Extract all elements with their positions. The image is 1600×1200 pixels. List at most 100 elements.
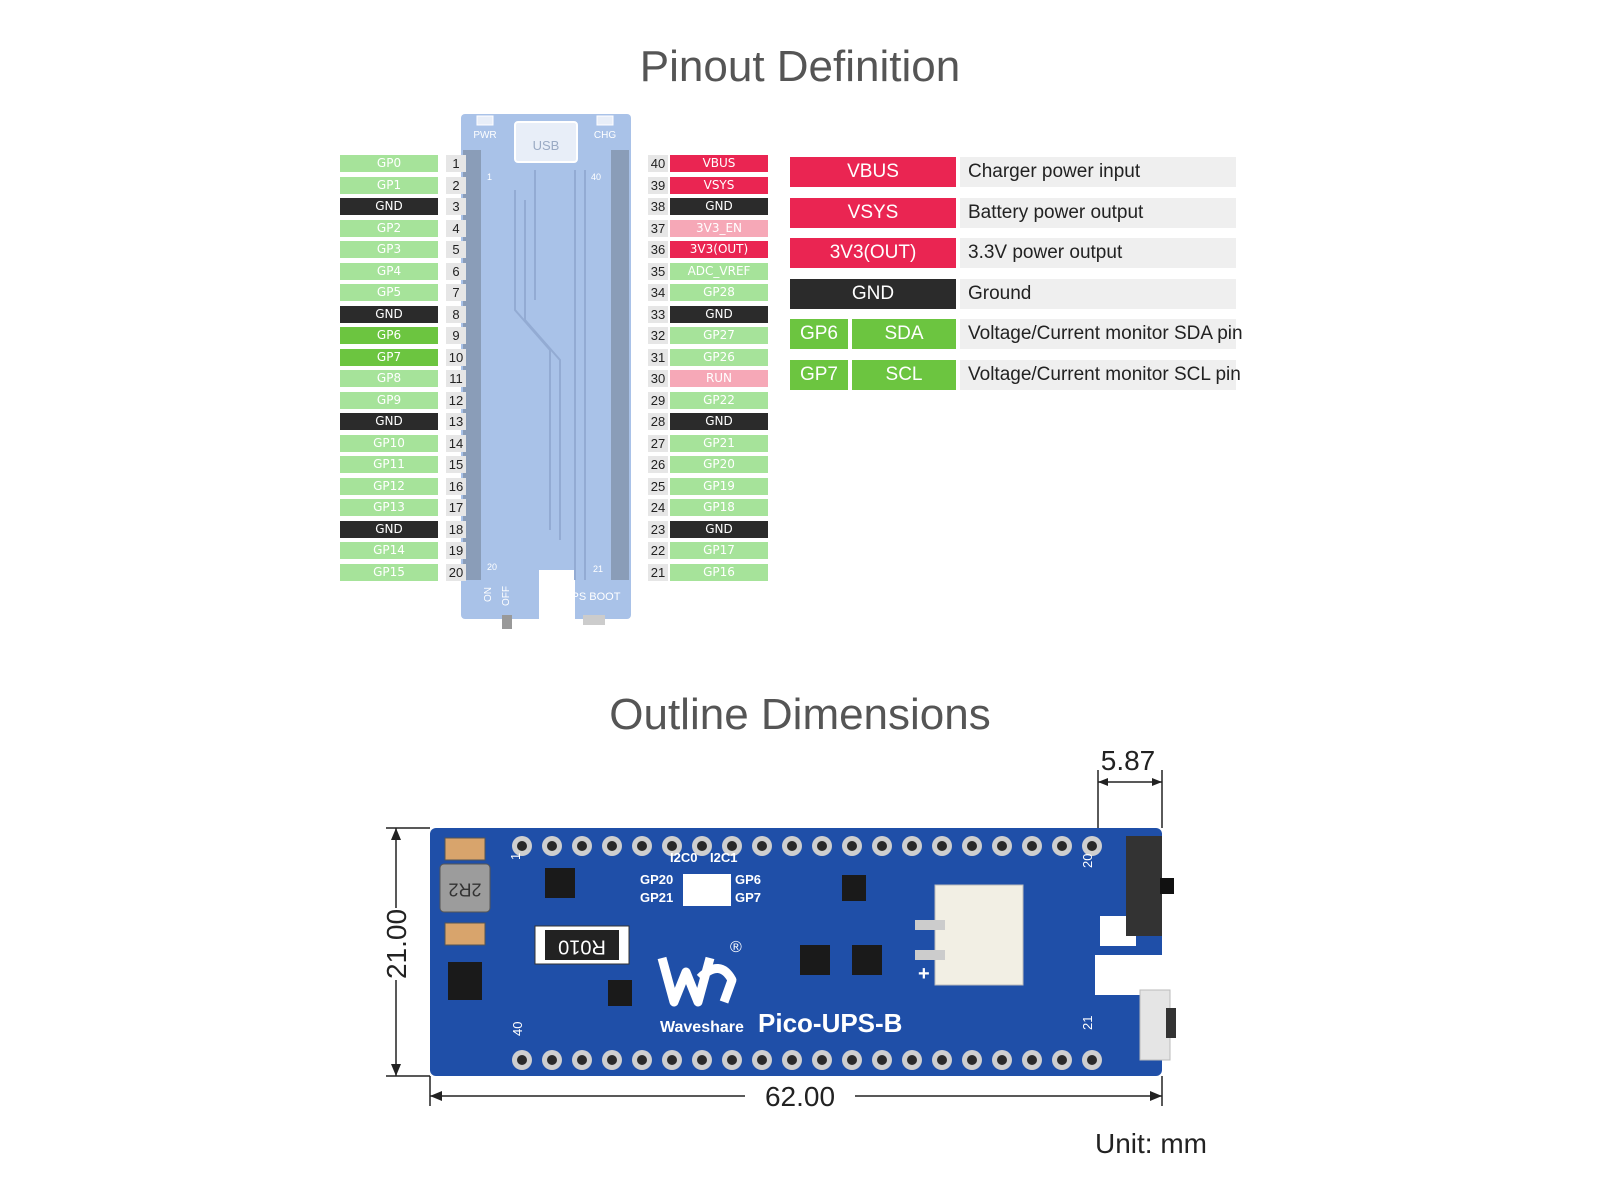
left-pin-number: 13 [446,413,466,430]
legend-tag: SDA [852,319,956,349]
header-hole-center [997,841,1007,851]
header-hole-center [847,841,857,851]
left-pin-label: GP13 [340,499,438,516]
right-pin-label: GP21 [670,434,768,452]
shunt-resistor-body [545,930,619,960]
header-hole-center [1057,1055,1067,1065]
header-hole-center [907,1055,917,1065]
right-pin-label: 3V3_EN [670,219,768,237]
header-hole-center [817,1055,827,1065]
pinout-title: Pinout Definition [639,42,961,91]
battery-connector [934,884,1024,986]
right-pin-number: 40 [648,155,668,172]
header-hole-center [727,1055,737,1065]
pcb-pin40-label: 40 [510,1022,525,1036]
right-pin-label: VSYS [670,176,768,194]
right-pin-label: RUN [670,370,768,387]
left-pin-label: GP15 [340,563,438,581]
capacitor-1 [444,837,486,861]
left-pin-label: GP7 [340,348,438,366]
right-pin-label: GP28 [670,284,768,301]
left-pin-label: GND [340,305,438,323]
legend-tag: GP7 [790,359,848,390]
transistor-1 [842,875,866,901]
left-pin-label: GP1 [340,176,438,194]
header-hole-center [1027,1055,1037,1065]
right-pin-label: GP27 [670,327,768,344]
right-pin-number: 22 [648,542,668,559]
pin-header-left [463,150,481,580]
right-pin-number: 23 [648,520,668,538]
left-pin-label: GND [340,413,438,430]
pcb-gp20-label: GP20 [640,872,673,887]
left-pin-number: 7 [446,284,466,301]
pwr-label: PWR [473,130,496,141]
legend-tag: SCL [852,359,956,390]
right-pin-label: GND [670,305,768,323]
right-pin-number: 24 [648,499,668,516]
header-hole-center [1027,841,1037,851]
boot-button [583,615,605,625]
header-hole-center [607,1055,617,1065]
boot-switch-knob [1166,1008,1176,1038]
header-hole-center [637,841,647,851]
board-pin21-label: 21 [593,564,603,574]
board-cutout [539,570,575,625]
pcb-pin21-label: 21 [1080,1016,1095,1030]
pcb-i2c1-label: I2C1 [710,850,737,865]
header-hole-center [727,841,737,851]
width-dim-label-bg [745,1078,855,1114]
left-pin-number: 10 [446,348,466,366]
right-pin-number: 39 [648,176,668,194]
header-hole-center [937,1055,947,1065]
pcb-brand-label: Waveshare [660,1019,744,1036]
slide-switch [1126,836,1162,936]
legend-tag: VBUS [790,157,956,187]
header-hole-center [907,841,917,851]
right-pin-label: GP20 [670,456,768,473]
left-pin-label: GP3 [340,241,438,258]
off-label: OFF [501,586,512,606]
height-dim-label: 21.00 [381,909,412,979]
right-pin-number: 35 [648,262,668,280]
right-pin-label: GP26 [670,348,768,366]
inductor [439,863,491,913]
inductor-label: 2R2 [448,879,481,899]
left-pin-number: 11 [446,370,466,387]
header-hole-center [1087,841,1097,851]
legend-description: Voltage/Current monitor SDA pin [960,319,1243,349]
header-hole-center [877,1055,887,1065]
header-hole-center [757,1055,767,1065]
pcb-gp6-label: GP6 [735,872,761,887]
offset-dim-arrow-left [1098,778,1108,786]
header-hole-center [757,841,767,851]
header-hole-center [517,841,527,851]
right-pin-label: GP19 [670,477,768,495]
left-pin-number: 5 [446,241,466,258]
left-pin-label: GP8 [340,370,438,387]
left-pin-number: 1 [446,155,466,172]
transistor-2 [608,980,632,1006]
right-pin-number: 36 [648,241,668,258]
legend-description: Charger power input [960,157,1236,187]
width-dim-label: 62.00 [765,1081,835,1112]
height-dim-label-bg [378,908,414,980]
header-hole-center [517,1055,527,1065]
left-pin-label: GP5 [340,284,438,301]
usb-connector [514,121,578,163]
outline-drawing: 2R2 R010 + I2C0 I2C1 GP20 GP21 GP6 GP7 ®… [378,745,1176,1114]
header-hole-center [787,1055,797,1065]
legend-description: Voltage/Current monitor SCL pin [960,359,1241,390]
legend-description: Ground [960,278,1236,309]
right-pin-number: 31 [648,348,668,366]
unit-label: Unit: mm [1095,1128,1207,1159]
ups-boot-label: UPS BOOT [564,591,621,603]
pcb-reg-mark: ® [730,939,742,956]
chg-led [596,115,614,126]
waveshare-logo [657,956,737,1007]
right-pin-label: VBUS [670,155,768,172]
pcb-plus-label: + [918,963,930,985]
on-label: ON [483,587,494,602]
